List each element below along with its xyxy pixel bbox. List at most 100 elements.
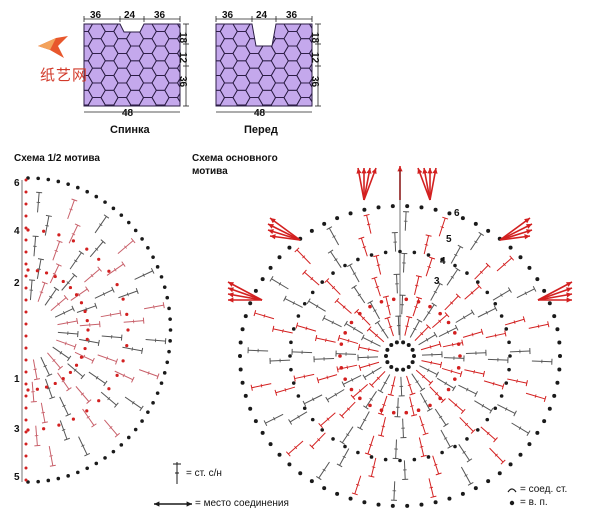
- hex-cell: [322, 24, 339, 39]
- chain-dot: [94, 195, 98, 199]
- chain-dot: [518, 453, 522, 457]
- chain-dot: [116, 374, 119, 377]
- chain-dot: [380, 300, 384, 304]
- hex-cell: [63, 9, 80, 24]
- chain-dot: [555, 327, 559, 331]
- chain-dot: [241, 327, 245, 331]
- hex-cell: [195, 112, 212, 127]
- dc-cap: [373, 255, 379, 256]
- chain-dot: [552, 314, 556, 318]
- hex-cell: [190, 83, 207, 98]
- chain-dot: [558, 354, 562, 358]
- chain-dot: [476, 280, 480, 284]
- chain-dot: [80, 301, 83, 304]
- dc-cap: [434, 332, 437, 337]
- dc-bar: [431, 361, 432, 365]
- chain-dot: [391, 204, 395, 208]
- dc-bar: [420, 446, 424, 447]
- chain-dot: [427, 253, 431, 257]
- chain-dot: [248, 407, 252, 411]
- hex-cell: [88, 112, 105, 127]
- dc-cap: [411, 415, 417, 416]
- back-dim-top-3: 36: [154, 10, 165, 21]
- dc-bar: [304, 375, 305, 379]
- chain-dot: [358, 397, 362, 401]
- dc-bar: [368, 348, 369, 352]
- chain-dot: [453, 331, 457, 335]
- dc-cap: [426, 235, 432, 236]
- dc-cap: [38, 259, 44, 260]
- dc-cap: [378, 435, 384, 436]
- hex-cell: [297, 112, 314, 127]
- hex-cell: [322, 112, 339, 127]
- chain-dot: [310, 229, 314, 233]
- chain-dot: [112, 207, 116, 211]
- dc-bar: [348, 339, 349, 342]
- chain-dot: [86, 319, 89, 322]
- chain-dot: [384, 458, 388, 462]
- chain-dot: [289, 341, 293, 345]
- chain-dot: [146, 246, 150, 250]
- chain-dot: [269, 442, 273, 446]
- chain-dot: [160, 275, 164, 279]
- dc-cap: [526, 380, 527, 386]
- dc-cap: [273, 326, 274, 332]
- dc-bar: [421, 424, 424, 425]
- chain-dot: [54, 275, 57, 278]
- dc-bar: [452, 343, 453, 347]
- dc-bar: [427, 267, 430, 268]
- dc-cap: [326, 397, 329, 402]
- chain-dot: [320, 428, 324, 432]
- front-dim-bottom: 48: [254, 108, 265, 119]
- chain-dot: [244, 314, 248, 318]
- chain-dot: [25, 407, 28, 410]
- dc-bar: [363, 247, 366, 248]
- dc-bar: [127, 293, 128, 296]
- dc-cap: [98, 340, 99, 346]
- hex-cell: [195, 24, 212, 39]
- front-dim-top-2: 24: [256, 10, 267, 21]
- dc-bar: [495, 334, 496, 338]
- dc-cap: [140, 406, 143, 411]
- dc-cap: [77, 318, 78, 324]
- chain-dot: [389, 365, 393, 369]
- chain-dot: [527, 266, 531, 270]
- chain-dot: [72, 239, 75, 242]
- chain-dot: [385, 360, 389, 364]
- chain-dot: [25, 347, 28, 350]
- chain-dot: [167, 307, 171, 311]
- back-dim-top-2: 24: [124, 10, 135, 21]
- hex-cell: [195, 98, 212, 113]
- chain-dot: [457, 366, 461, 370]
- dc-bar: [425, 244, 429, 245]
- chain-dot: [85, 190, 89, 194]
- chain-dot: [340, 342, 344, 346]
- dc-bar: [110, 313, 111, 317]
- dc-cap: [66, 388, 71, 391]
- dc-bar: [261, 384, 262, 388]
- chain-dot: [438, 312, 442, 316]
- chain-dot: [500, 394, 504, 398]
- chain-dot: [338, 354, 342, 358]
- dc-cap: [420, 388, 425, 391]
- chain-dot: [384, 354, 388, 358]
- hex-cell: [195, 9, 212, 24]
- dc-bar: [49, 456, 53, 457]
- chain-dot: [322, 222, 326, 226]
- hex-cell: [190, 24, 207, 39]
- chain-dot: [120, 213, 124, 217]
- chain-dot: [25, 299, 28, 302]
- dc-bar: [493, 382, 494, 385]
- main-row-number: 6: [454, 208, 460, 219]
- dc-cap: [527, 431, 530, 436]
- chain-dot: [45, 271, 48, 274]
- dc-cap: [440, 362, 441, 368]
- legend-slst-text: = соед. ст.: [520, 484, 567, 495]
- dc-cap: [421, 455, 427, 456]
- hex-cell: [195, 83, 212, 98]
- chain-dot: [163, 285, 167, 289]
- chain-dot: [447, 497, 451, 501]
- dc-cap: [251, 385, 252, 391]
- chain-dot: [156, 265, 160, 269]
- chain-dot: [498, 471, 502, 475]
